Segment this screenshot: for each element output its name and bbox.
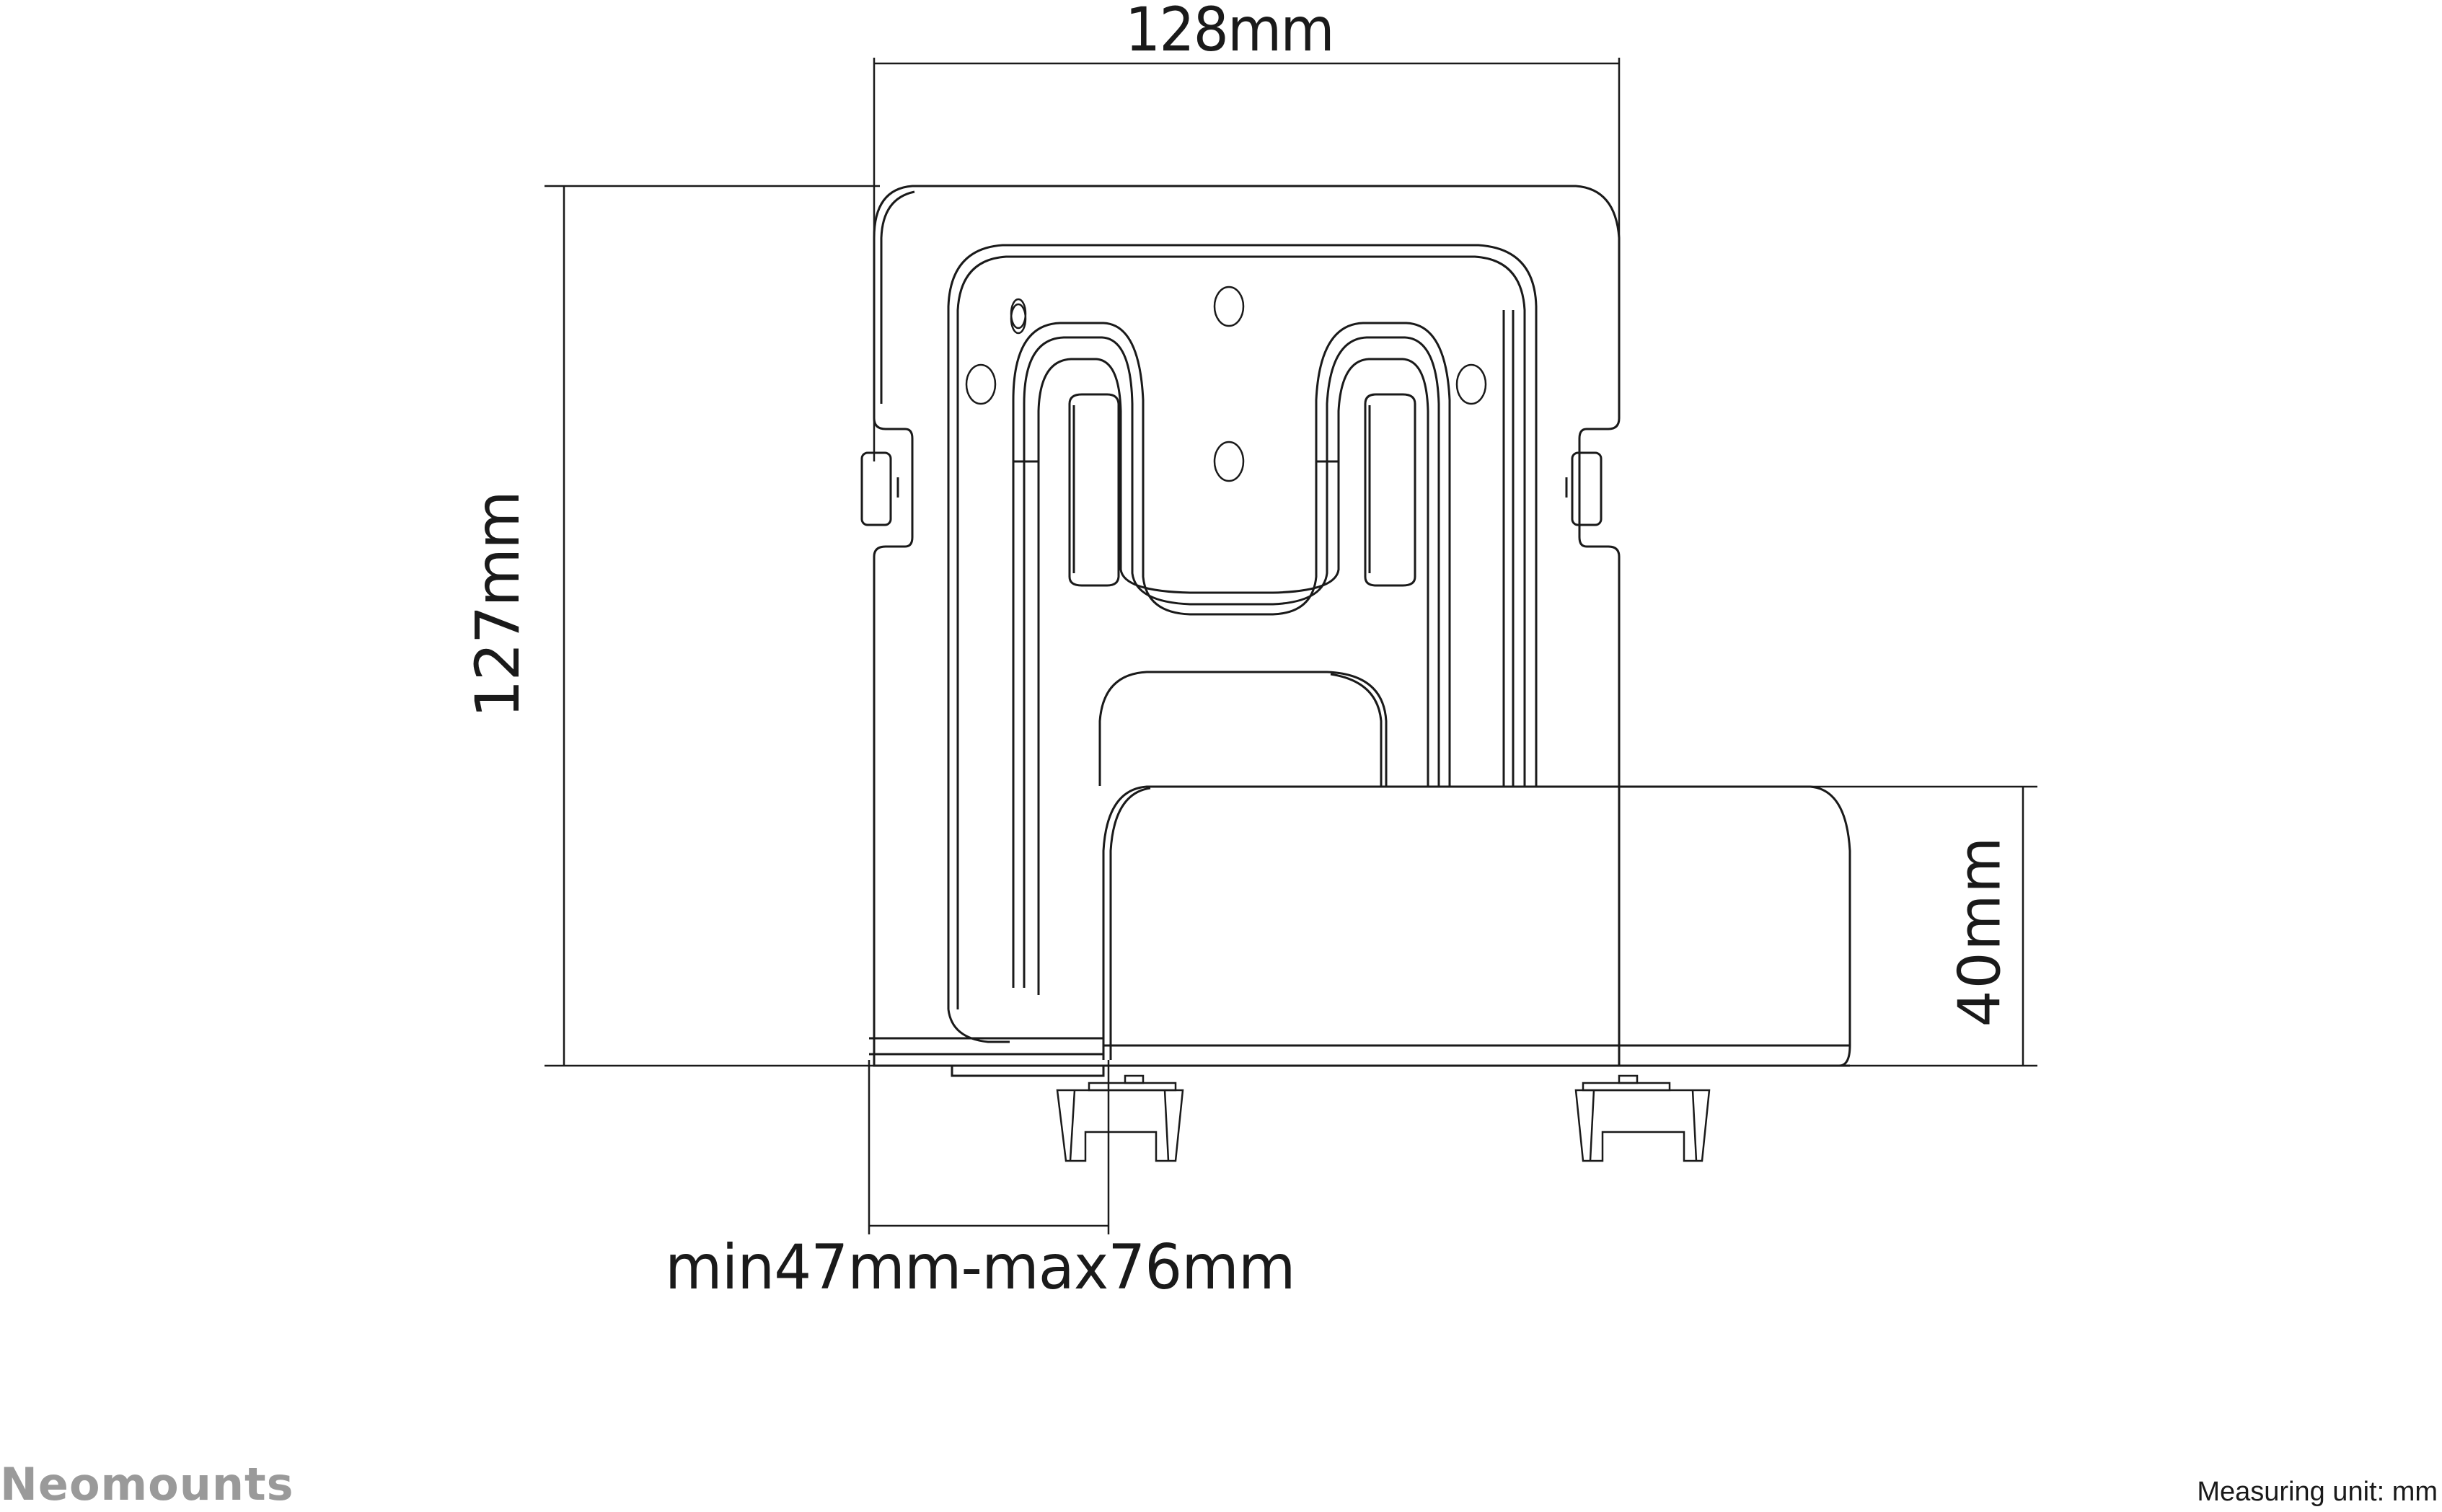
feet [1056,1074,1711,1162]
slots [1068,393,1416,587]
u-channel [1012,322,1451,995]
height-dimension-label: 127mm [462,492,533,718]
screw-hole-b [1213,441,1245,482]
screw-holes [965,286,1487,482]
brand-logo: Neomounts [0,1458,294,1511]
inner-panel [947,244,1538,1043]
screw-hole-c [965,363,997,405]
holder-box [869,785,1851,1077]
box-height-dimension-label: 40mm [1946,835,2014,1027]
back-plate [860,185,1621,1067]
hole-upper-center [1010,298,1027,330]
depth-range-dimension-label: min47mm-max76mm [665,1232,1296,1304]
width-dimension-label: 128mm [1125,0,1335,65]
mount-holes [1010,298,1027,335]
slot-left-outline [1068,393,1120,587]
lower-opening [1098,671,1388,786]
measuring-unit-note: Measuring unit: mm [2197,1477,2438,1507]
screw-hole-d [1455,363,1487,405]
foot-left [1056,1074,1184,1162]
slot-right-outline [1364,393,1416,587]
dimension-lines [545,58,2037,1234]
foot-right [1574,1074,1711,1162]
screw-hole-a [1213,286,1245,327]
